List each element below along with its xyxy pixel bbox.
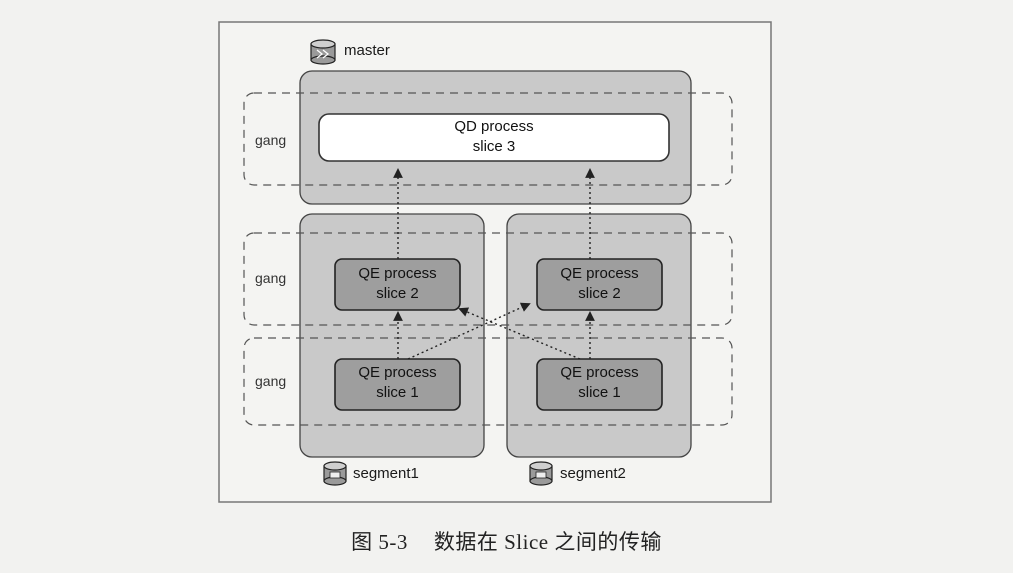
gang-group-bottom	[243, 337, 733, 426]
seg1-slice2-label: QE process slice 2	[335, 264, 460, 304]
gang-group-top	[243, 92, 733, 186]
seg2-slice1-label: QE process slice 1	[537, 363, 662, 403]
figure-caption-text: 数据在 Slice 之间的传输	[433, 530, 662, 554]
seg1-slice2-slice: slice 2	[376, 285, 419, 302]
segment2-label: segment2	[560, 465, 626, 482]
qd-process-box	[318, 113, 670, 162]
segment2-database-icon	[529, 461, 553, 486]
figure-number: 图 5-3	[351, 530, 408, 554]
segment2-container	[506, 213, 692, 458]
master-label: master	[344, 42, 390, 59]
arrow-seg1-slice1-to-seg2-slice2	[407, 302, 531, 360]
qd-process-label: QD process slice 3	[319, 117, 669, 157]
gang-label-bottom: gang	[255, 373, 287, 389]
seg1-slice1-slice: slice 1	[376, 384, 419, 401]
gang-label-top: gang	[255, 132, 287, 148]
qd-process-name: QD process	[454, 118, 534, 135]
segment1-container	[299, 213, 485, 458]
arrow-seg2-slice1-to-seg1-slice2	[458, 307, 581, 360]
gang-label-middle: gang	[255, 270, 287, 286]
seg2-slice2-name: QE process	[560, 265, 639, 282]
seg2-slice2-slice: slice 2	[578, 285, 621, 302]
seg1-slice2-name: QE process	[358, 265, 437, 282]
figure-caption: 图 5-3 数据在 Slice 之间的传输	[0, 526, 1013, 556]
seg2-slice2-box	[536, 258, 663, 311]
segment1-label: segment1	[353, 465, 419, 482]
seg2-slice1-box	[536, 358, 663, 411]
seg2-slice2-label: QE process slice 2	[537, 264, 662, 304]
seg1-slice1-name: QE process	[358, 364, 437, 381]
qd-process-slice: slice 3	[472, 138, 516, 155]
seg2-slice1-slice: slice 1	[578, 384, 621, 401]
gang-group-middle	[243, 232, 733, 326]
seg1-slice1-label: QE process slice 1	[335, 363, 460, 403]
segment1-database-icon	[323, 461, 347, 486]
seg2-slice1-name: QE process	[560, 364, 639, 381]
master-database-icon	[310, 39, 336, 65]
